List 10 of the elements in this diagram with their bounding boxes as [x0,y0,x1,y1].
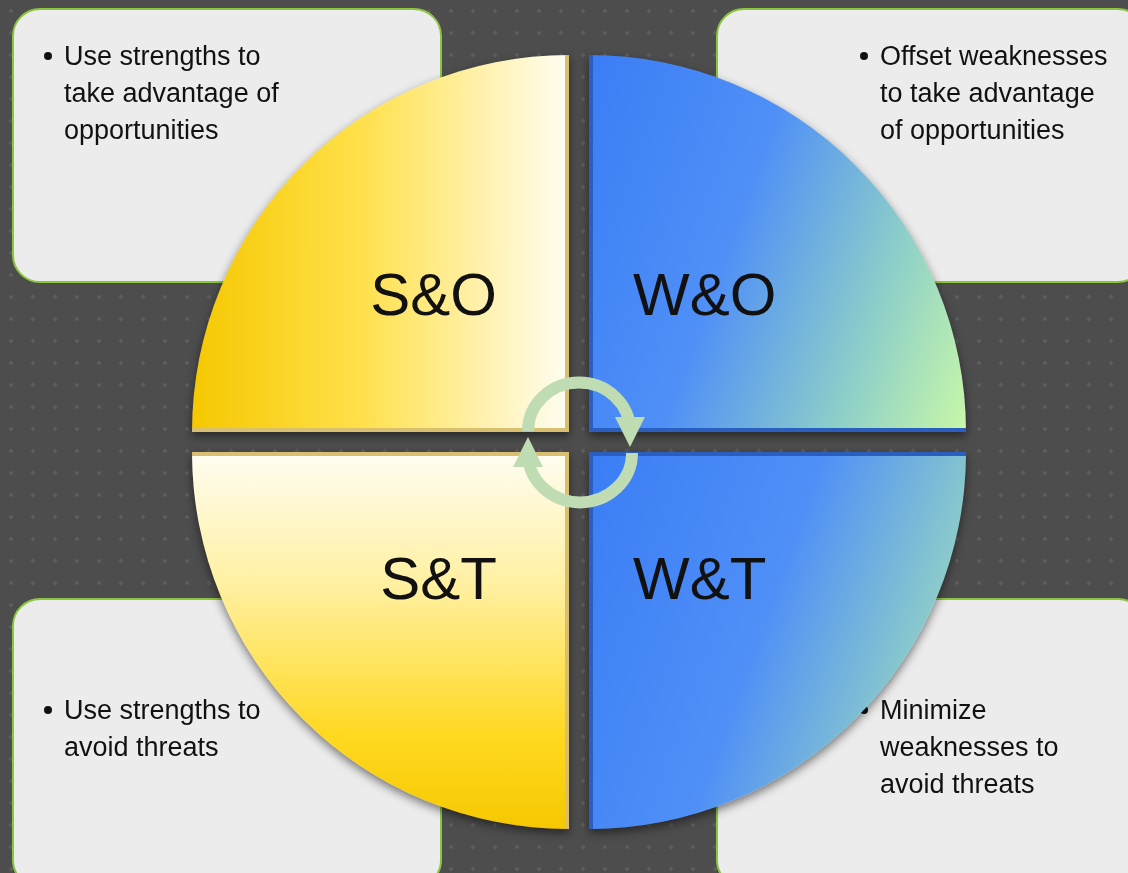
quadrant-label: S&O [370,262,497,328]
card-text: Offset weaknesses to take advantage of opportunities [880,40,1109,147]
quadrant-label: W&O [633,262,777,328]
quadrant-label: W&T [633,546,767,612]
card-text: Use strengths to avoid threats [64,694,262,764]
cycle-arrow [522,376,645,447]
card-text: Use strengths to take advantage of opportunities [64,40,280,147]
quadrant-label: S&T [380,546,497,612]
cycle-arrow [513,437,638,509]
card-text: Minimize weaknesses to avoid threats [880,694,1060,801]
